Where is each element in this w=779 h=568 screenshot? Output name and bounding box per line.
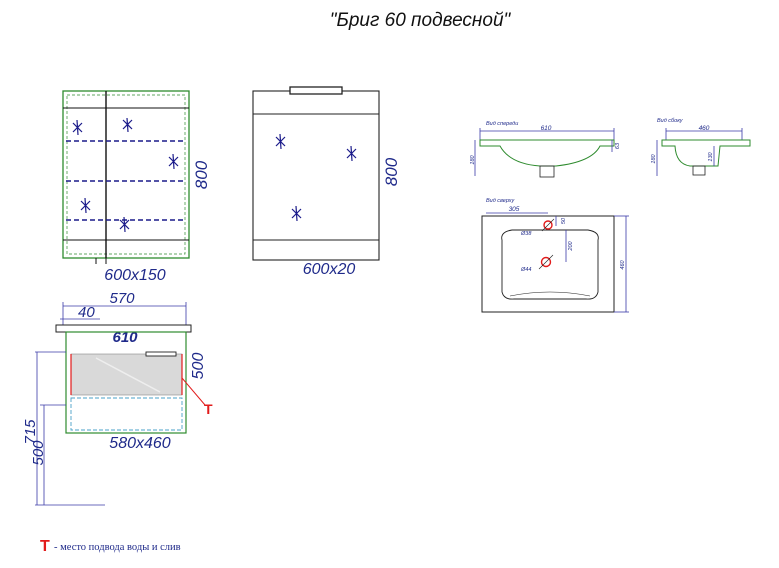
sink-front-height: 180 [470,154,476,164]
mirror-front-view: 800 600x20 [252,86,401,278]
sink-side-view: Вид сбоку 460 180 130 [651,118,751,176]
vanity-front-view: 570 40 610 Т 500 715 500 580x460 [22,290,213,506]
sink-side-outline [661,139,751,167]
vanity-lower-drawer [70,397,183,431]
vanity-height-715: 715 [22,419,39,445]
vanity-marker-t: Т [204,401,213,417]
sink-front-view-label: Вид спереди [486,121,518,127]
legend: Т - место подвода воды и слив [40,538,181,555]
vanity-width-570: 570 [109,290,135,307]
sink-side-height: 180 [651,153,657,163]
cabinet-outline [62,90,190,259]
mount-point-icon [168,153,179,170]
vanity-height-500-right: 500 [190,353,207,380]
cabinet-size-label: 600x150 [104,267,165,284]
sink-hole2-label: Ø44 [520,267,531,273]
sink-top-view: Вид сверху 305 Ø38 Ø44 50 200 460 [481,198,629,313]
cabinet-inner-outline [66,94,186,255]
mount-point-icon [291,205,302,222]
sink-top-outline [481,215,615,313]
legend-text: - место подвода воды и слив [54,542,181,553]
mirror-cabinet-front-view: 800 600x150 [62,90,211,284]
mount-point-icon [80,197,91,214]
sink-hole1-label: Ø38 [520,231,532,237]
mirror-lamp [289,86,343,95]
mount-point-icon [122,117,133,133]
mirror-outline [252,90,380,261]
sink-side-view-label: Вид сбоку [657,118,684,124]
sink-top-view-label: Вид сверху [486,198,515,204]
mount-point-icon [275,133,286,150]
sink-front-small-depth: 63 [615,142,621,149]
sink-front-drain [539,165,555,178]
vanity-drawer-sheen [95,357,161,393]
drain-hole-icon [540,256,552,268]
vanity-offset-40: 40 [78,304,95,321]
sink-dim-50: 50 [561,217,567,224]
vanity-handle [145,351,177,357]
mirror-height-label: 800 [382,157,401,186]
sink-side-width: 460 [699,125,710,132]
sink-front-width: 610 [541,125,552,132]
sink-side-inner: 130 [708,151,714,161]
sink-top-basin [501,229,599,300]
tap-hole-icon [543,220,553,230]
sink-side-drain [692,165,706,176]
sink-top-305: 305 [509,206,520,213]
sink-top-basin-inner [509,291,591,297]
cabinet-height-label: 800 [192,160,211,189]
mount-point-icon [72,119,83,136]
sink-front-view: Вид спереди 610 180 63 [470,121,621,178]
drawing-title: "Бриг 60 подвесной" [330,10,512,31]
mount-point-icon [346,145,357,162]
sink-top-depth: 460 [620,259,626,269]
sink-front-outline [479,139,615,167]
mount-point-icon [119,216,130,233]
vanity-width-610: 610 [112,329,138,346]
vanity-size-label: 580x460 [109,435,170,452]
vanity-height-500-left: 500 [30,440,47,466]
mirror-size-label: 600x20 [303,261,356,278]
sink-dim-200: 200 [568,240,574,251]
legend-marker: Т [40,538,50,555]
